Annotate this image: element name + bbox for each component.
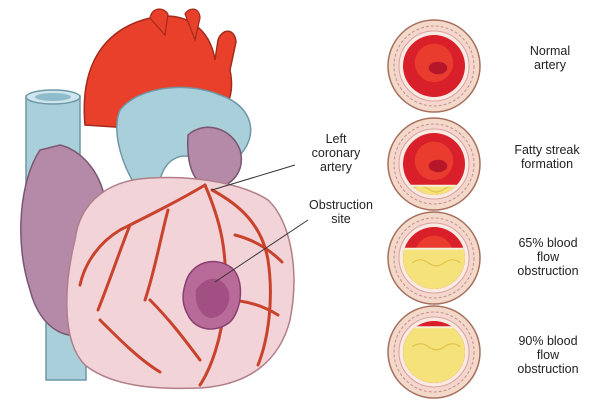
stage-label-normal: Normal artery [505,44,594,72]
artery-section-fatty-streak [388,118,480,210]
artery-section-65-percent [388,212,480,304]
stage-label-90-percent: 90% blood flow obstruction [503,334,593,376]
stage-label-fatty-streak: Fatty streak formation [500,143,594,171]
blood-core [429,160,448,172]
artery-section-90-percent [388,306,480,398]
left-coronary-artery-label: Left coronary artery [300,132,372,174]
heart-illustration [21,9,308,388]
blood-core [429,62,448,74]
obstruction-site-label: Obstruction site [300,198,382,226]
stage-label-65-percent: 65% blood flow obstruction [503,236,593,278]
artery-section-normal [388,20,480,112]
artery-cross-sections [388,20,480,398]
